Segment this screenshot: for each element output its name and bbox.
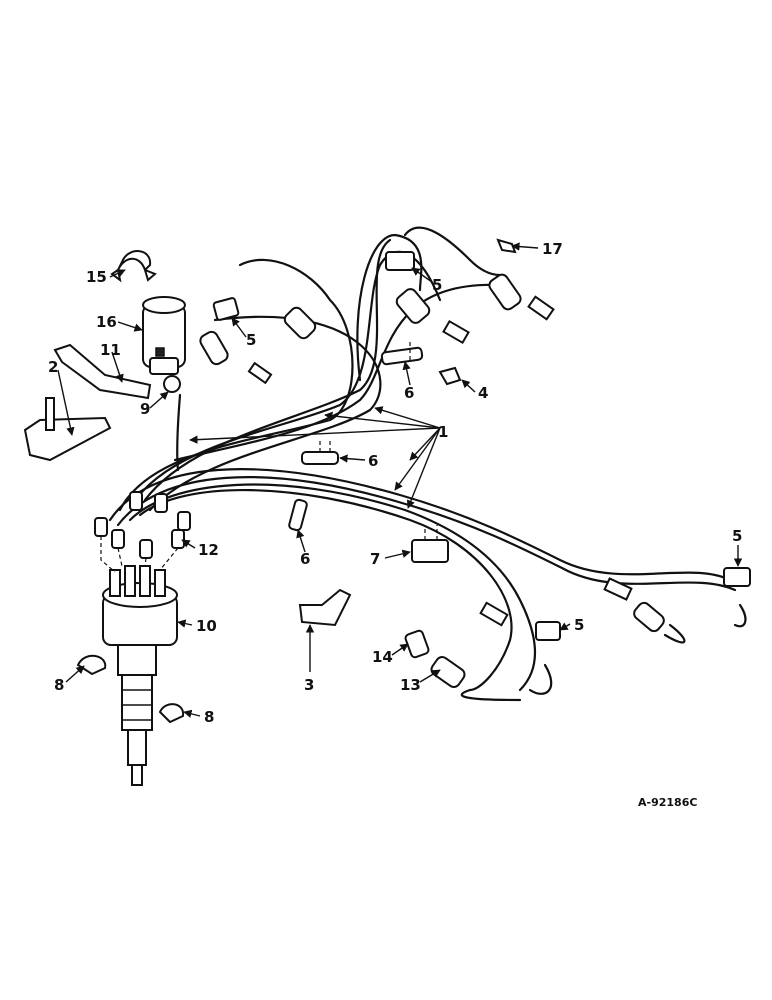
callout-5-upper-left: 5 xyxy=(246,331,256,349)
distributor-hold-down-clamp-right xyxy=(158,703,185,724)
callout-16: 16 xyxy=(96,313,117,331)
drawing-reference-number: A-92186C xyxy=(638,796,697,809)
leader-lines xyxy=(57,242,743,718)
wire-loom-clip-middle xyxy=(301,451,339,465)
wire-bracket-lower xyxy=(298,588,352,627)
wire-separator-upper-right xyxy=(385,251,415,271)
callout-3: 3 xyxy=(304,676,314,694)
distributor-hold-down-clamp-left xyxy=(76,654,107,676)
callout-5-right: 5 xyxy=(732,527,742,545)
mounting-bracket xyxy=(23,416,112,462)
spark-plug-right xyxy=(603,577,665,633)
wire-separator-upper-left xyxy=(212,297,240,321)
callout-1: 1 xyxy=(438,423,448,441)
coil-mounting-strap xyxy=(110,250,157,283)
wire-loom-clip-upper xyxy=(380,346,424,366)
mounting-bracket-post xyxy=(45,397,55,431)
spark-plug-lower-mid xyxy=(479,601,509,627)
callout-12: 12 xyxy=(198,541,219,559)
callout-labels: 15 16 11 2 9 1 17 4 6 6 6 7 5 5 5 5 12 1… xyxy=(48,240,742,726)
callout-11: 11 xyxy=(100,341,121,359)
callout-8-left: 8 xyxy=(54,676,64,694)
callout-14: 14 xyxy=(372,648,393,666)
distributor-terminal-boots xyxy=(94,491,191,573)
spark-plug-lower-left xyxy=(404,629,466,689)
wire-bracket-small xyxy=(438,366,462,386)
callout-4: 4 xyxy=(478,384,488,402)
wire-separator-right xyxy=(723,567,751,587)
spark-plug-upper-left xyxy=(199,330,273,385)
coil-bracket xyxy=(53,343,152,400)
callout-5-upper-right: 5 xyxy=(432,276,442,294)
coil-wire xyxy=(176,393,182,472)
clip-guide-lines xyxy=(319,340,411,452)
spark-plug-upper-right xyxy=(488,273,555,321)
callout-6-middle: 6 xyxy=(368,452,378,470)
distributor xyxy=(102,565,178,786)
callout-15: 15 xyxy=(86,268,107,286)
callout-7: 7 xyxy=(370,550,380,568)
callout-6-upper: 6 xyxy=(404,384,414,402)
callout-6-lower: 6 xyxy=(300,550,310,568)
coil-wire-boot xyxy=(163,375,181,393)
ignition-coil xyxy=(142,296,186,375)
callout-2: 2 xyxy=(48,358,58,376)
retainer-guide-lines xyxy=(424,525,438,540)
spark-plug-upper-mid xyxy=(395,288,470,345)
callout-5-lower: 5 xyxy=(574,616,584,634)
spark-plug-wire-harness xyxy=(108,226,747,702)
wire-loom-clip-lower xyxy=(288,498,308,532)
callout-9: 9 xyxy=(140,400,150,418)
spark-plug-wire-boot-upper xyxy=(283,306,317,340)
callout-8-right: 8 xyxy=(204,708,214,726)
callout-10: 10 xyxy=(196,617,217,635)
terminal-clip xyxy=(496,238,517,254)
callout-13: 13 xyxy=(400,676,421,694)
callout-17: 17 xyxy=(542,240,563,258)
wire-separator-lower xyxy=(535,621,561,641)
wire-retainer xyxy=(411,539,449,563)
